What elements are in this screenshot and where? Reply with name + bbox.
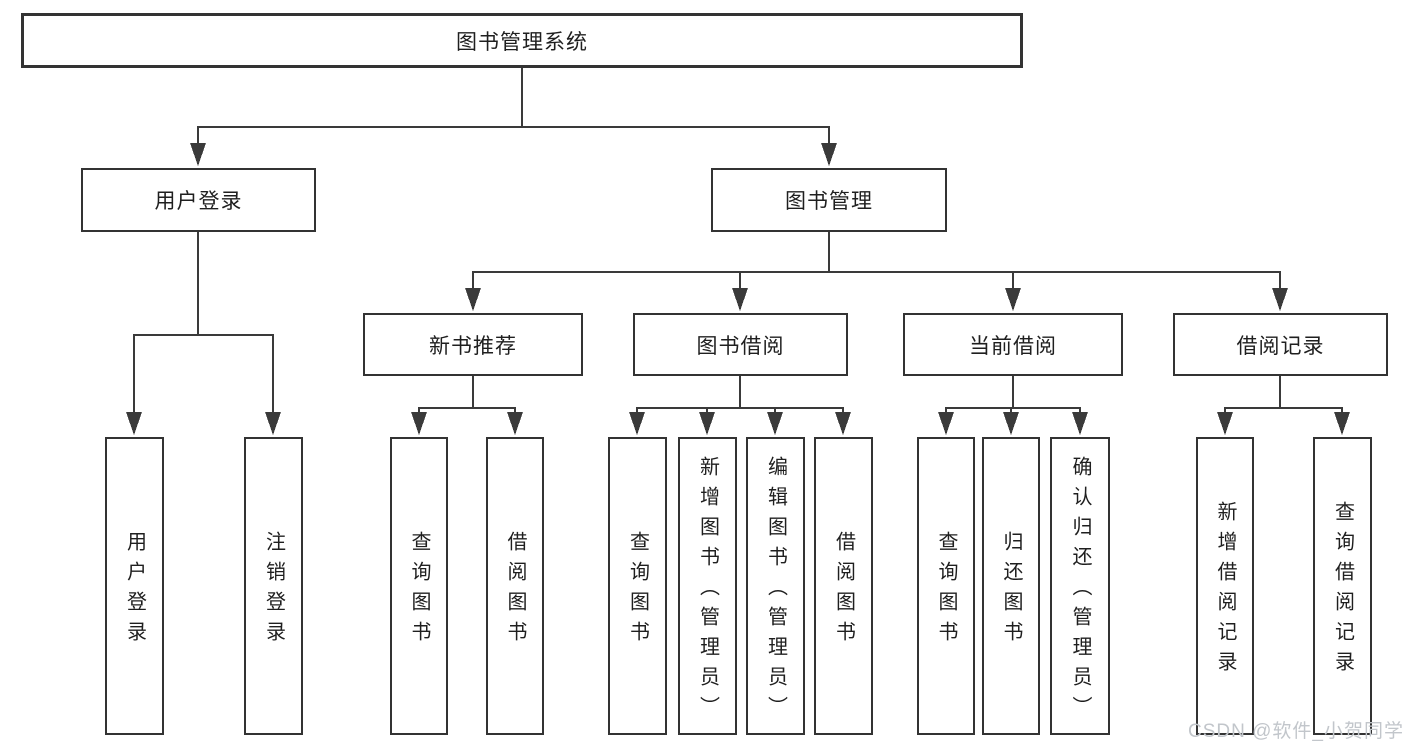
node-book-management: 图书管理 xyxy=(711,168,947,232)
node-label: 新书推荐 xyxy=(429,334,517,358)
node-label: 借阅图书 xyxy=(504,531,526,651)
node-library-system: 图书管理系统 xyxy=(21,13,1023,68)
arrow-down-icon xyxy=(190,143,206,166)
leaf-query-books-borrowing: 查询图书 xyxy=(608,437,667,735)
node-new-book-recommend: 新书推荐 xyxy=(363,313,583,376)
node-label: 查询图书 xyxy=(408,531,430,651)
node-book-borrowing: 图书借阅 xyxy=(633,313,848,376)
node-label: 新增借阅记录 xyxy=(1214,501,1236,681)
node-label: 编辑图书（管理员） xyxy=(764,456,787,726)
leaf-query-books-current: 查询图书 xyxy=(917,437,975,735)
node-label: 查询图书 xyxy=(626,531,649,651)
leaf-return-books: 归还图书 xyxy=(982,437,1040,735)
node-label: 注销登录 xyxy=(262,531,285,651)
node-label: 用户登录 xyxy=(154,190,243,213)
arrow-down-icon xyxy=(465,288,481,311)
leaf-confirm-return-admin: 确认归还（管理员） xyxy=(1050,437,1110,735)
arrow-down-icon xyxy=(126,412,142,435)
arrow-down-icon xyxy=(411,412,427,435)
node-label: 借阅记录 xyxy=(1236,334,1325,358)
node-label: 当前借阅 xyxy=(969,334,1057,358)
arrow-down-icon xyxy=(507,412,523,435)
arrow-down-icon xyxy=(938,412,954,435)
node-label: 查询图书 xyxy=(935,531,957,651)
arrow-down-icon xyxy=(265,412,281,435)
node-label: 图书管理 xyxy=(785,190,873,213)
arrow-down-icon xyxy=(629,412,645,435)
arrow-down-icon xyxy=(767,412,783,435)
leaf-logout: 注销登录 xyxy=(244,437,303,735)
arrow-down-icon xyxy=(699,412,715,435)
node-label: 确认归还（管理员） xyxy=(1069,456,1091,726)
node-label: 借阅图书 xyxy=(832,531,855,651)
leaf-add-book-admin: 新增图书（管理员） xyxy=(678,437,737,735)
node-label: 图书管理系统 xyxy=(456,30,588,54)
leaf-add-borrow-record: 新增借阅记录 xyxy=(1196,437,1254,735)
csdn-watermark: CSDN @软件_小贺同学 xyxy=(1188,721,1404,742)
arrow-down-icon xyxy=(1005,288,1021,311)
leaf-user-login: 用户登录 xyxy=(105,437,164,735)
node-label: 新增图书（管理员） xyxy=(696,456,719,726)
node-label: 归还图书 xyxy=(1000,531,1022,651)
leaf-query-borrow-record: 查询借阅记录 xyxy=(1313,437,1372,735)
leaf-edit-book-admin: 编辑图书（管理员） xyxy=(746,437,805,735)
arrow-down-icon xyxy=(1217,412,1233,435)
node-label: 用户登录 xyxy=(123,531,146,651)
node-borrow-records: 借阅记录 xyxy=(1173,313,1388,376)
arrow-down-icon xyxy=(821,143,837,166)
arrow-down-icon xyxy=(1334,412,1350,435)
node-label: 查询借阅记录 xyxy=(1331,501,1354,681)
arrow-down-icon xyxy=(1003,412,1019,435)
leaf-borrow-books-recommend: 借阅图书 xyxy=(486,437,544,735)
arrow-down-icon xyxy=(835,412,851,435)
node-label: 图书借阅 xyxy=(696,334,785,358)
leaf-borrow-books: 借阅图书 xyxy=(814,437,873,735)
node-current-borrowing: 当前借阅 xyxy=(903,313,1123,376)
arrow-down-icon xyxy=(1072,412,1088,435)
leaf-query-books-recommend: 查询图书 xyxy=(390,437,448,735)
node-user-login: 用户登录 xyxy=(81,168,316,232)
arrow-down-icon xyxy=(732,288,748,311)
arrow-down-icon xyxy=(1272,288,1288,311)
